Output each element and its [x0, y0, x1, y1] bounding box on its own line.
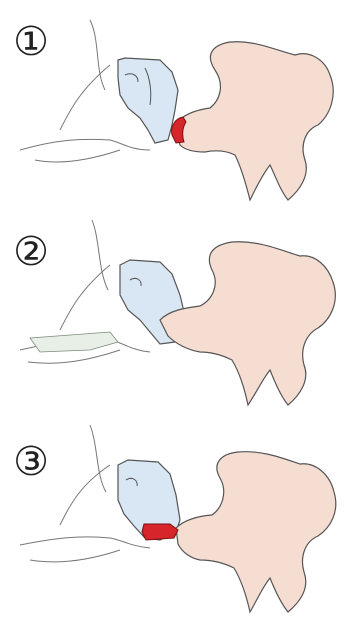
pink-bone — [176, 452, 336, 612]
diagram-panel-3: ③ — [0, 420, 350, 631]
pink-bone — [160, 242, 335, 405]
pink-bone — [175, 42, 333, 200]
blue-structure — [118, 58, 178, 143]
background-shading — [30, 332, 118, 352]
skull-base-illustration — [0, 210, 350, 420]
skull-base-illustration — [0, 0, 350, 210]
red-highlight-block — [142, 524, 178, 540]
diagram-panel-2: ② — [0, 210, 350, 420]
diagram-panel-1: ① — [0, 0, 350, 210]
skull-base-illustration — [0, 420, 350, 631]
